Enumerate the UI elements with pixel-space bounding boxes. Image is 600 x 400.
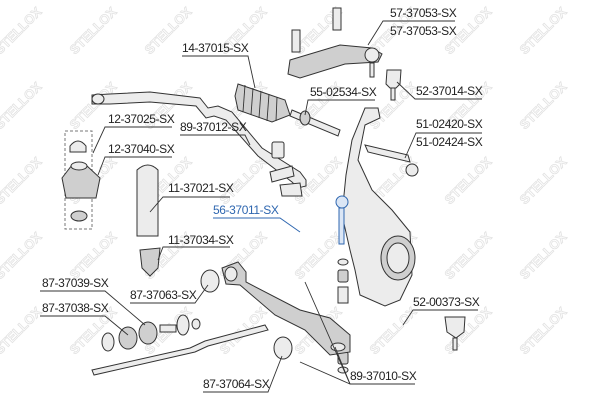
stabilizer-end-bracket bbox=[279, 182, 303, 197]
watermark-logo: STELLOX bbox=[517, 154, 570, 207]
watermark-logo: STELLOX bbox=[0, 229, 45, 282]
stabilizer-link bbox=[335, 195, 349, 245]
strut-mount-nut bbox=[70, 210, 88, 222]
part-label-arm-bushing-front[interactable]: 87-37063-SX bbox=[130, 288, 197, 302]
part-label-link-bushing-kit[interactable]: 89-37010-SX bbox=[350, 369, 417, 383]
part-label-bump-stop[interactable]: 11-37034-SX bbox=[168, 233, 234, 247]
knuckle-hub-inner bbox=[386, 242, 410, 274]
lower-arm-link-eye bbox=[330, 342, 346, 352]
radius-washer-2 bbox=[176, 314, 190, 336]
part-label-stab-link[interactable]: 56-37011-SX bbox=[213, 203, 279, 217]
watermark-logo: STELLOX bbox=[442, 154, 495, 207]
part-label-arm-bushing-rear[interactable]: 87-37064-SX bbox=[203, 377, 270, 391]
part-label-upper-arm-b[interactable]: 57-37053-SX bbox=[390, 24, 457, 38]
stabilizer-end-eye bbox=[91, 93, 105, 105]
watermark-logo: STELLOX bbox=[517, 79, 570, 132]
strut-mount-cap bbox=[69, 140, 87, 153]
radius-nut bbox=[191, 318, 201, 330]
part-label-rack-boot[interactable]: 14-37015-SX bbox=[182, 41, 249, 55]
tie-rod-nut bbox=[299, 110, 311, 126]
link-sleeve bbox=[337, 286, 349, 304]
part-label-tie-rod-end-b[interactable]: 51-02424-SX bbox=[416, 135, 483, 149]
tie-rod-end-ball bbox=[405, 163, 419, 177]
radius-rod bbox=[91, 324, 269, 376]
stabilizer-bar bbox=[91, 91, 307, 189]
part-label-radius-bushing-b[interactable]: 87-37038-SX bbox=[42, 301, 109, 315]
shock-dust-boot bbox=[136, 164, 159, 237]
watermark-logo: STELLOX bbox=[517, 4, 570, 57]
upper-arm-stud-left bbox=[291, 29, 301, 53]
watermark-logo: STELLOX bbox=[517, 229, 570, 282]
radius-sleeve bbox=[159, 324, 177, 333]
stabilizer-bracket bbox=[269, 165, 295, 183]
stab-link-leader bbox=[213, 217, 301, 233]
part-label-upper-arm-a[interactable]: 57-37053-SX bbox=[390, 6, 457, 20]
rack-boot-ribs bbox=[242, 84, 278, 122]
radius-bushing-a bbox=[138, 321, 158, 345]
link-washer-top bbox=[337, 258, 349, 266]
part-label-lower-ball-joint[interactable]: 52-00373-SX bbox=[413, 295, 480, 309]
upper-arm-stud-right bbox=[332, 7, 342, 31]
lower-arm-front-eye bbox=[224, 266, 238, 282]
upper-arm-ball-joint bbox=[364, 47, 380, 63]
link-bushing-top bbox=[337, 269, 349, 283]
watermark-logo: STELLOX bbox=[0, 4, 45, 57]
part-label-radius-bushing-a[interactable]: 87-37039-SX bbox=[42, 276, 109, 290]
watermark-logo: STELLOX bbox=[517, 304, 570, 357]
part-label-tie-rod-axial[interactable]: 55-02534-SX bbox=[310, 85, 377, 99]
lower-ball-joint bbox=[444, 316, 466, 339]
arm-bushing-rear bbox=[273, 336, 293, 360]
watermark-logo: STELLOX bbox=[0, 304, 45, 357]
tie-rod-end bbox=[364, 144, 411, 163]
watermark-logo: STELLOX bbox=[67, 229, 120, 282]
leader-lines bbox=[40, 20, 482, 393]
watermark-logo: STELLOX bbox=[0, 154, 45, 207]
upper-control-arm bbox=[287, 44, 383, 79]
arm-bushing-front bbox=[200, 269, 220, 293]
radius-bushing-b bbox=[118, 326, 138, 350]
part-label-strut-mount[interactable]: 12-37040-SX bbox=[108, 142, 175, 156]
stabilizer-bushing bbox=[271, 141, 285, 159]
upper-ball-joint bbox=[385, 69, 402, 89]
upper-arm-ball-stud bbox=[369, 62, 375, 78]
part-label-stab-bushing[interactable]: 89-37012-SX bbox=[180, 120, 247, 134]
radius-washer bbox=[101, 332, 115, 352]
lower-ball-joint-stud bbox=[452, 337, 458, 351]
part-label-upper-ball-joint[interactable]: 52-37014-SX bbox=[416, 84, 483, 98]
watermark-logo: STELLOX bbox=[0, 79, 45, 132]
upper-ball-joint-stud bbox=[390, 87, 396, 101]
part-label-dust-boot[interactable]: 11-37021-SX bbox=[168, 181, 234, 195]
watermark-logo: STELLOX bbox=[67, 4, 120, 57]
watermark-logo: STELLOX bbox=[292, 229, 345, 282]
part-label-tie-rod-end-a[interactable]: 51-02420-SX bbox=[416, 117, 483, 131]
lower-control-arm bbox=[221, 261, 351, 356]
part-label-strut-mount-cap[interactable]: 12-37025-SX bbox=[108, 112, 175, 126]
bump-stop bbox=[139, 247, 161, 277]
strut-mount-bearing bbox=[70, 161, 88, 171]
watermark-logo: STELLOX bbox=[442, 229, 495, 282]
